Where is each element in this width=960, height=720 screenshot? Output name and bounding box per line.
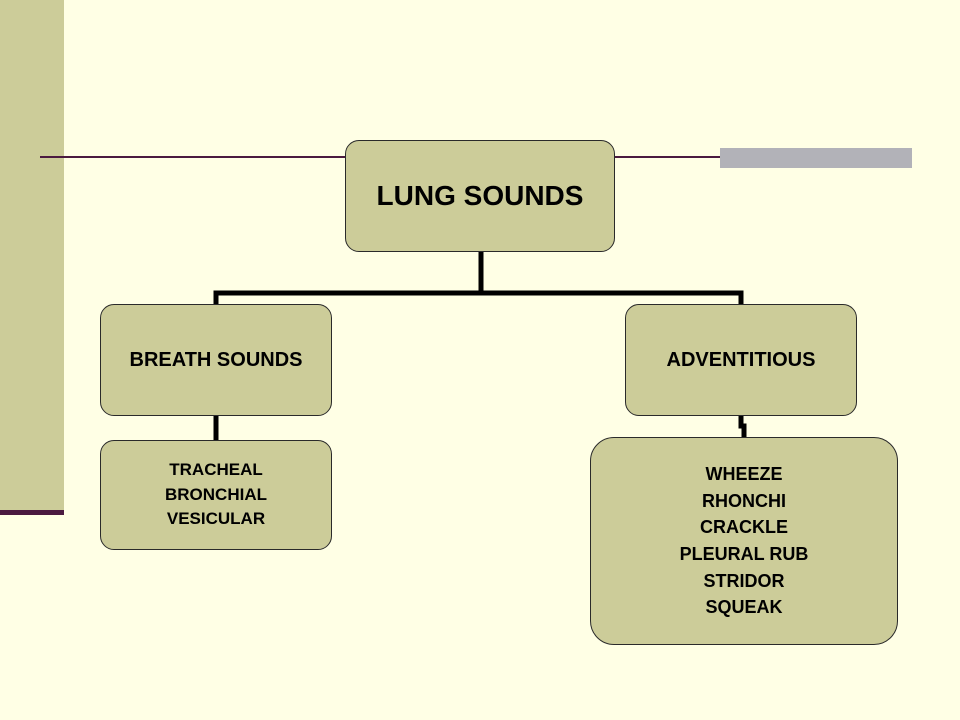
root-node-label: LUNG SOUNDS [376, 180, 584, 211]
sidebar-underline [0, 510, 64, 515]
branch-node-label: BREATH SOUNDS [129, 348, 303, 371]
list-item: VESICULAR [166, 509, 266, 529]
list-item: RHONCHI [702, 490, 786, 511]
adventitious-list-connector [738, 414, 747, 437]
list-item: PLEURAL RUB [679, 544, 809, 564]
branch-node-breath-sounds: BREATH SOUNDS [100, 304, 332, 416]
branch-node-label: ADVENTITIOUS [666, 348, 816, 371]
leaf-node-breath-sounds-list: TRACHEAL BRONCHIAL VESICULAR [100, 440, 332, 550]
list-item: CRACKLE [700, 517, 788, 538]
branch-node-adventitious: ADVENTITIOUS [625, 304, 857, 416]
list-item: TRACHEAL [169, 460, 263, 480]
list-item: BRONCHIAL [165, 484, 267, 504]
list-item: SQUEAK [705, 597, 783, 618]
accent-block [720, 148, 912, 168]
branch-bar-connector [213, 290, 744, 304]
leaf-node-adventitious-list: WHEEZE RHONCHI CRACKLE PLEURAL RUB STRID… [590, 437, 898, 645]
list-item: WHEEZE [705, 464, 783, 485]
list-item: STRIDOR [703, 570, 785, 591]
root-node-lung-sounds: LUNG SOUNDS [345, 140, 615, 252]
sidebar-accent-bar [0, 0, 64, 512]
